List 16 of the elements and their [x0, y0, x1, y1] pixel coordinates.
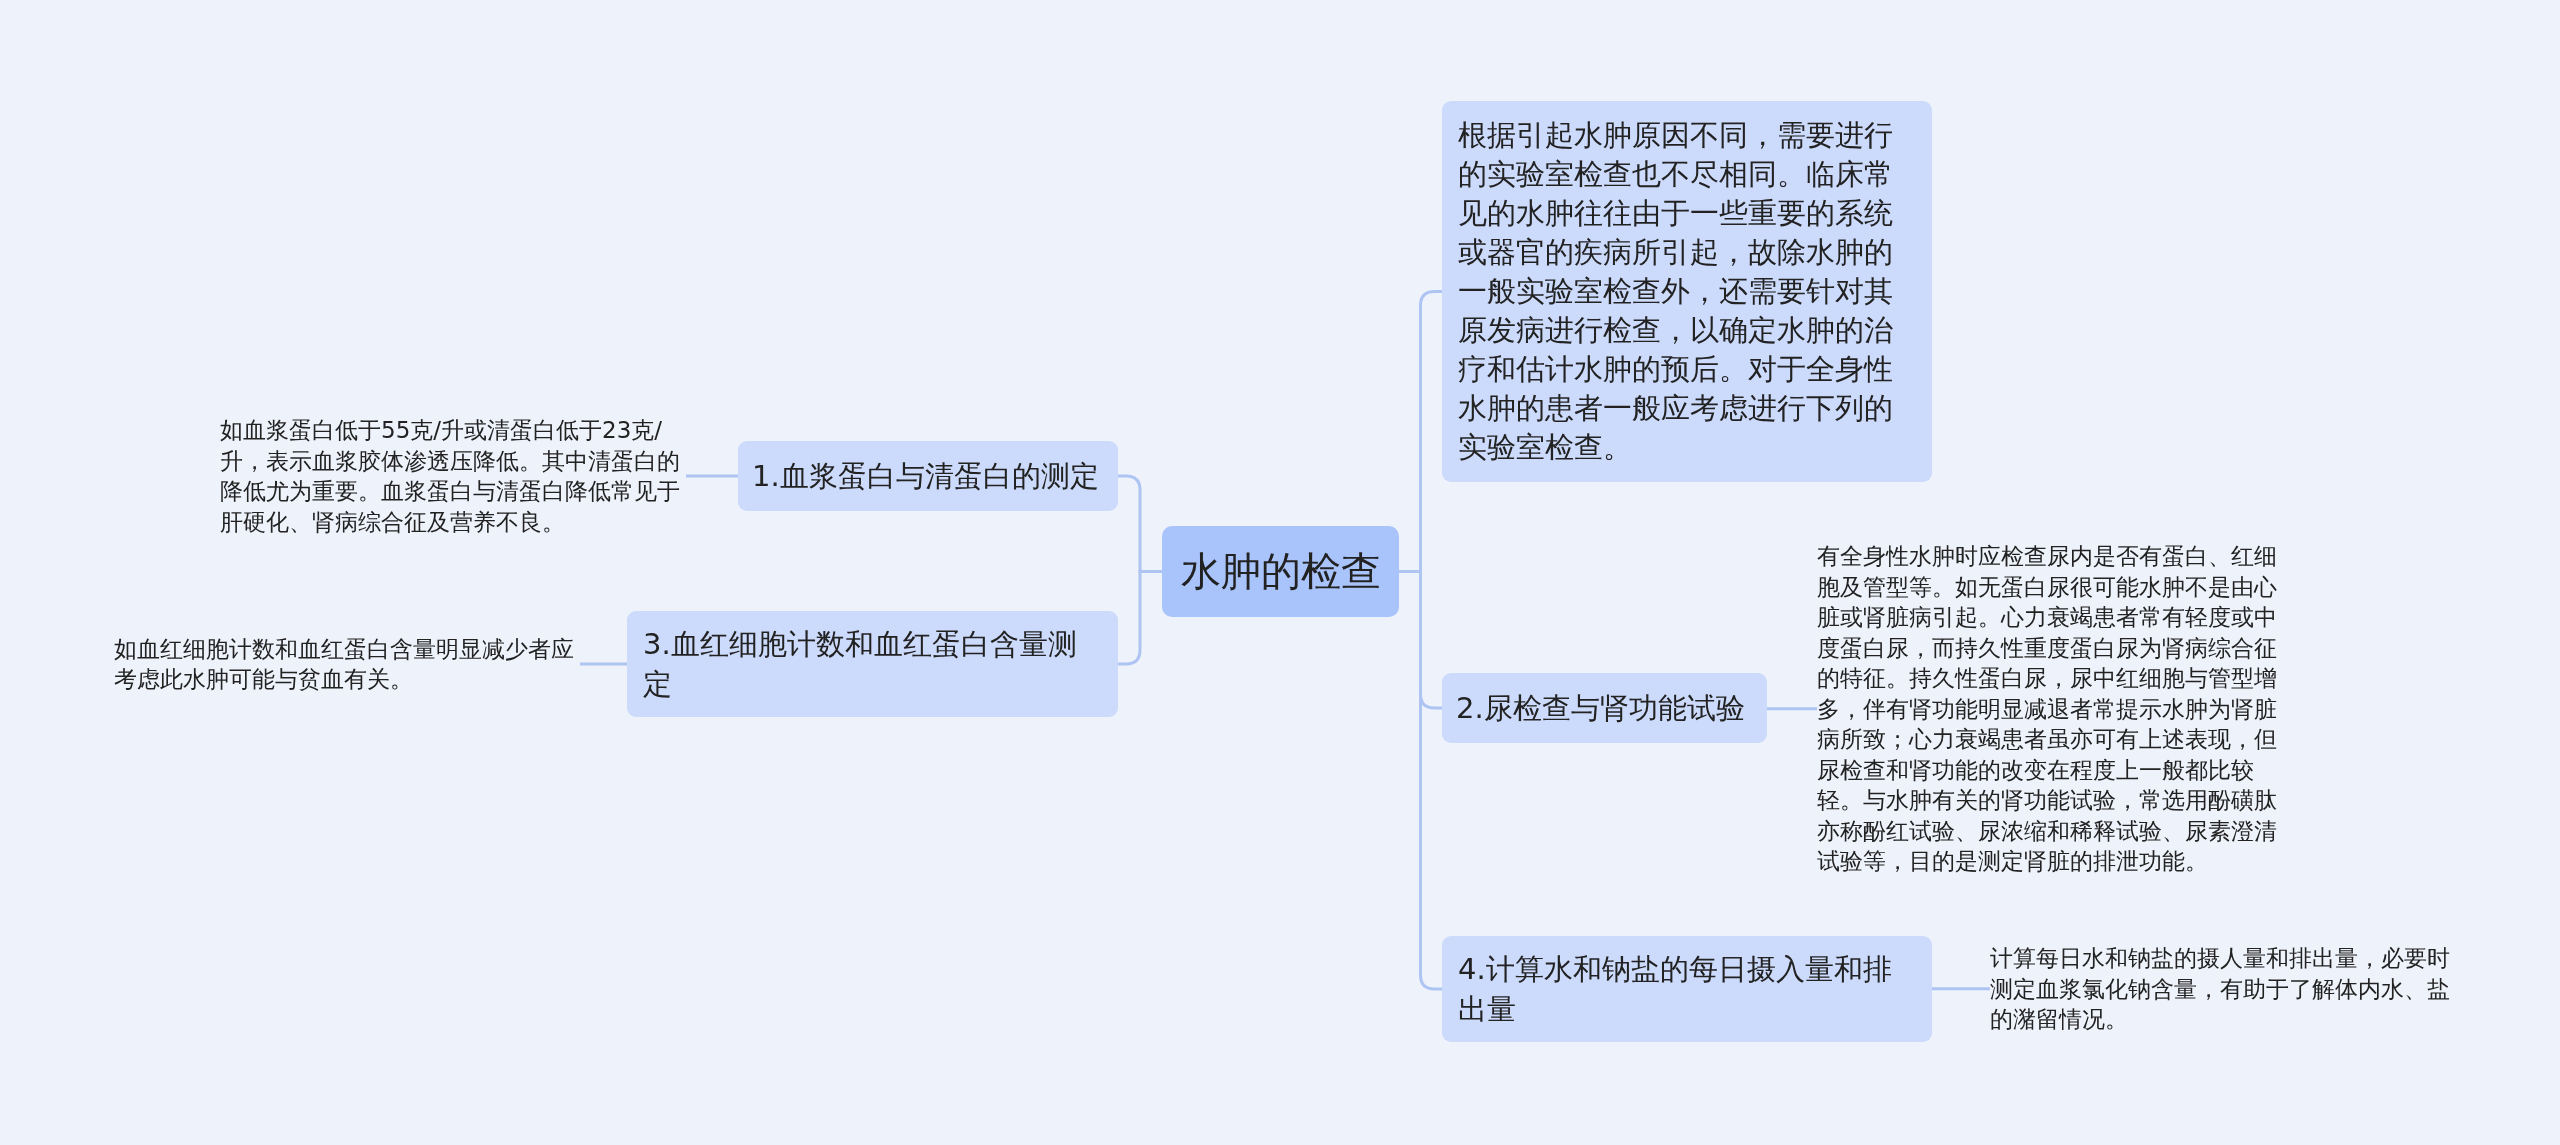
text-box: 根据引起水肿原因不同，需要进行的实验室检查也不尽相同。临床常见的水肿往往由于一些重要的系统或器官的疾病所引起，故除水肿的一般实验室检查外，还需要针对其原发病进行检查，以确定水肿的治疗和估计水肿的预后。对于全身性水肿的患者一般应考虑进行下列的实验室检查。 — [1442, 101, 1932, 482]
topic-box: 3.血红细胞计数和血红蛋白含量测定 — [627, 611, 1118, 717]
topic-box: 4.计算水和钠盐的每日摄入量和排出量 — [1442, 936, 1932, 1042]
topic-box: 2.尿检查与肾功能试验 — [1442, 673, 1767, 743]
connector-line — [1932, 987, 1990, 991]
connector-line — [1399, 570, 1442, 991]
detail-text: 如血浆蛋白低于55克/升或清蛋白低于23克/升，表示血浆胶体渗透压降低。其中清蛋白的降低尤为重要。血浆蛋白与清蛋白降低常见于肝硬化、肾病综合征及营养不良。 — [220, 415, 686, 537]
connector-line — [1118, 570, 1162, 666]
detail-text: 计算每日水和钠盐的摄人量和排出量，必要时测定血浆氯化钠含量，有助于了解体内水、盐的潴留情况。 — [1990, 943, 2456, 1035]
connector-line — [1767, 707, 1817, 711]
detail-text: 有全身性水肿时应检查尿内是否有蛋白、红细胞及管型等。如无蛋白尿很可能水肿不是由心脏或肾脏病引起。心力衰竭患者常有轻度或中度蛋白尿，而持久性重度蛋白尿为肾病综合征的特征。持久性蛋白尿，尿中红细胞与管型增多，伴有肾功能明显减退者常提示水肿为肾脏病所致；心力衰竭患者虽亦可有上述表现，但尿检查和肾功能的改变在程度上一般都比较轻。与水肿有关的肾功能试验，常选用酚磺肽亦称酚红试验、尿浓缩和稀释试验、尿素澄清试验等，目的是测定肾脏的排泄功能。 — [1817, 541, 2287, 877]
central-topic-box: 水肿的检查 — [1162, 526, 1399, 617]
connector-line — [686, 474, 738, 478]
detail-text: 如血红细胞计数和血红蛋白含量明显减少者应考虑此水肿可能与贫血有关。 — [114, 633, 580, 695]
topic-box: 1.血浆蛋白与清蛋白的测定 — [738, 441, 1118, 511]
connector-line — [580, 662, 627, 666]
